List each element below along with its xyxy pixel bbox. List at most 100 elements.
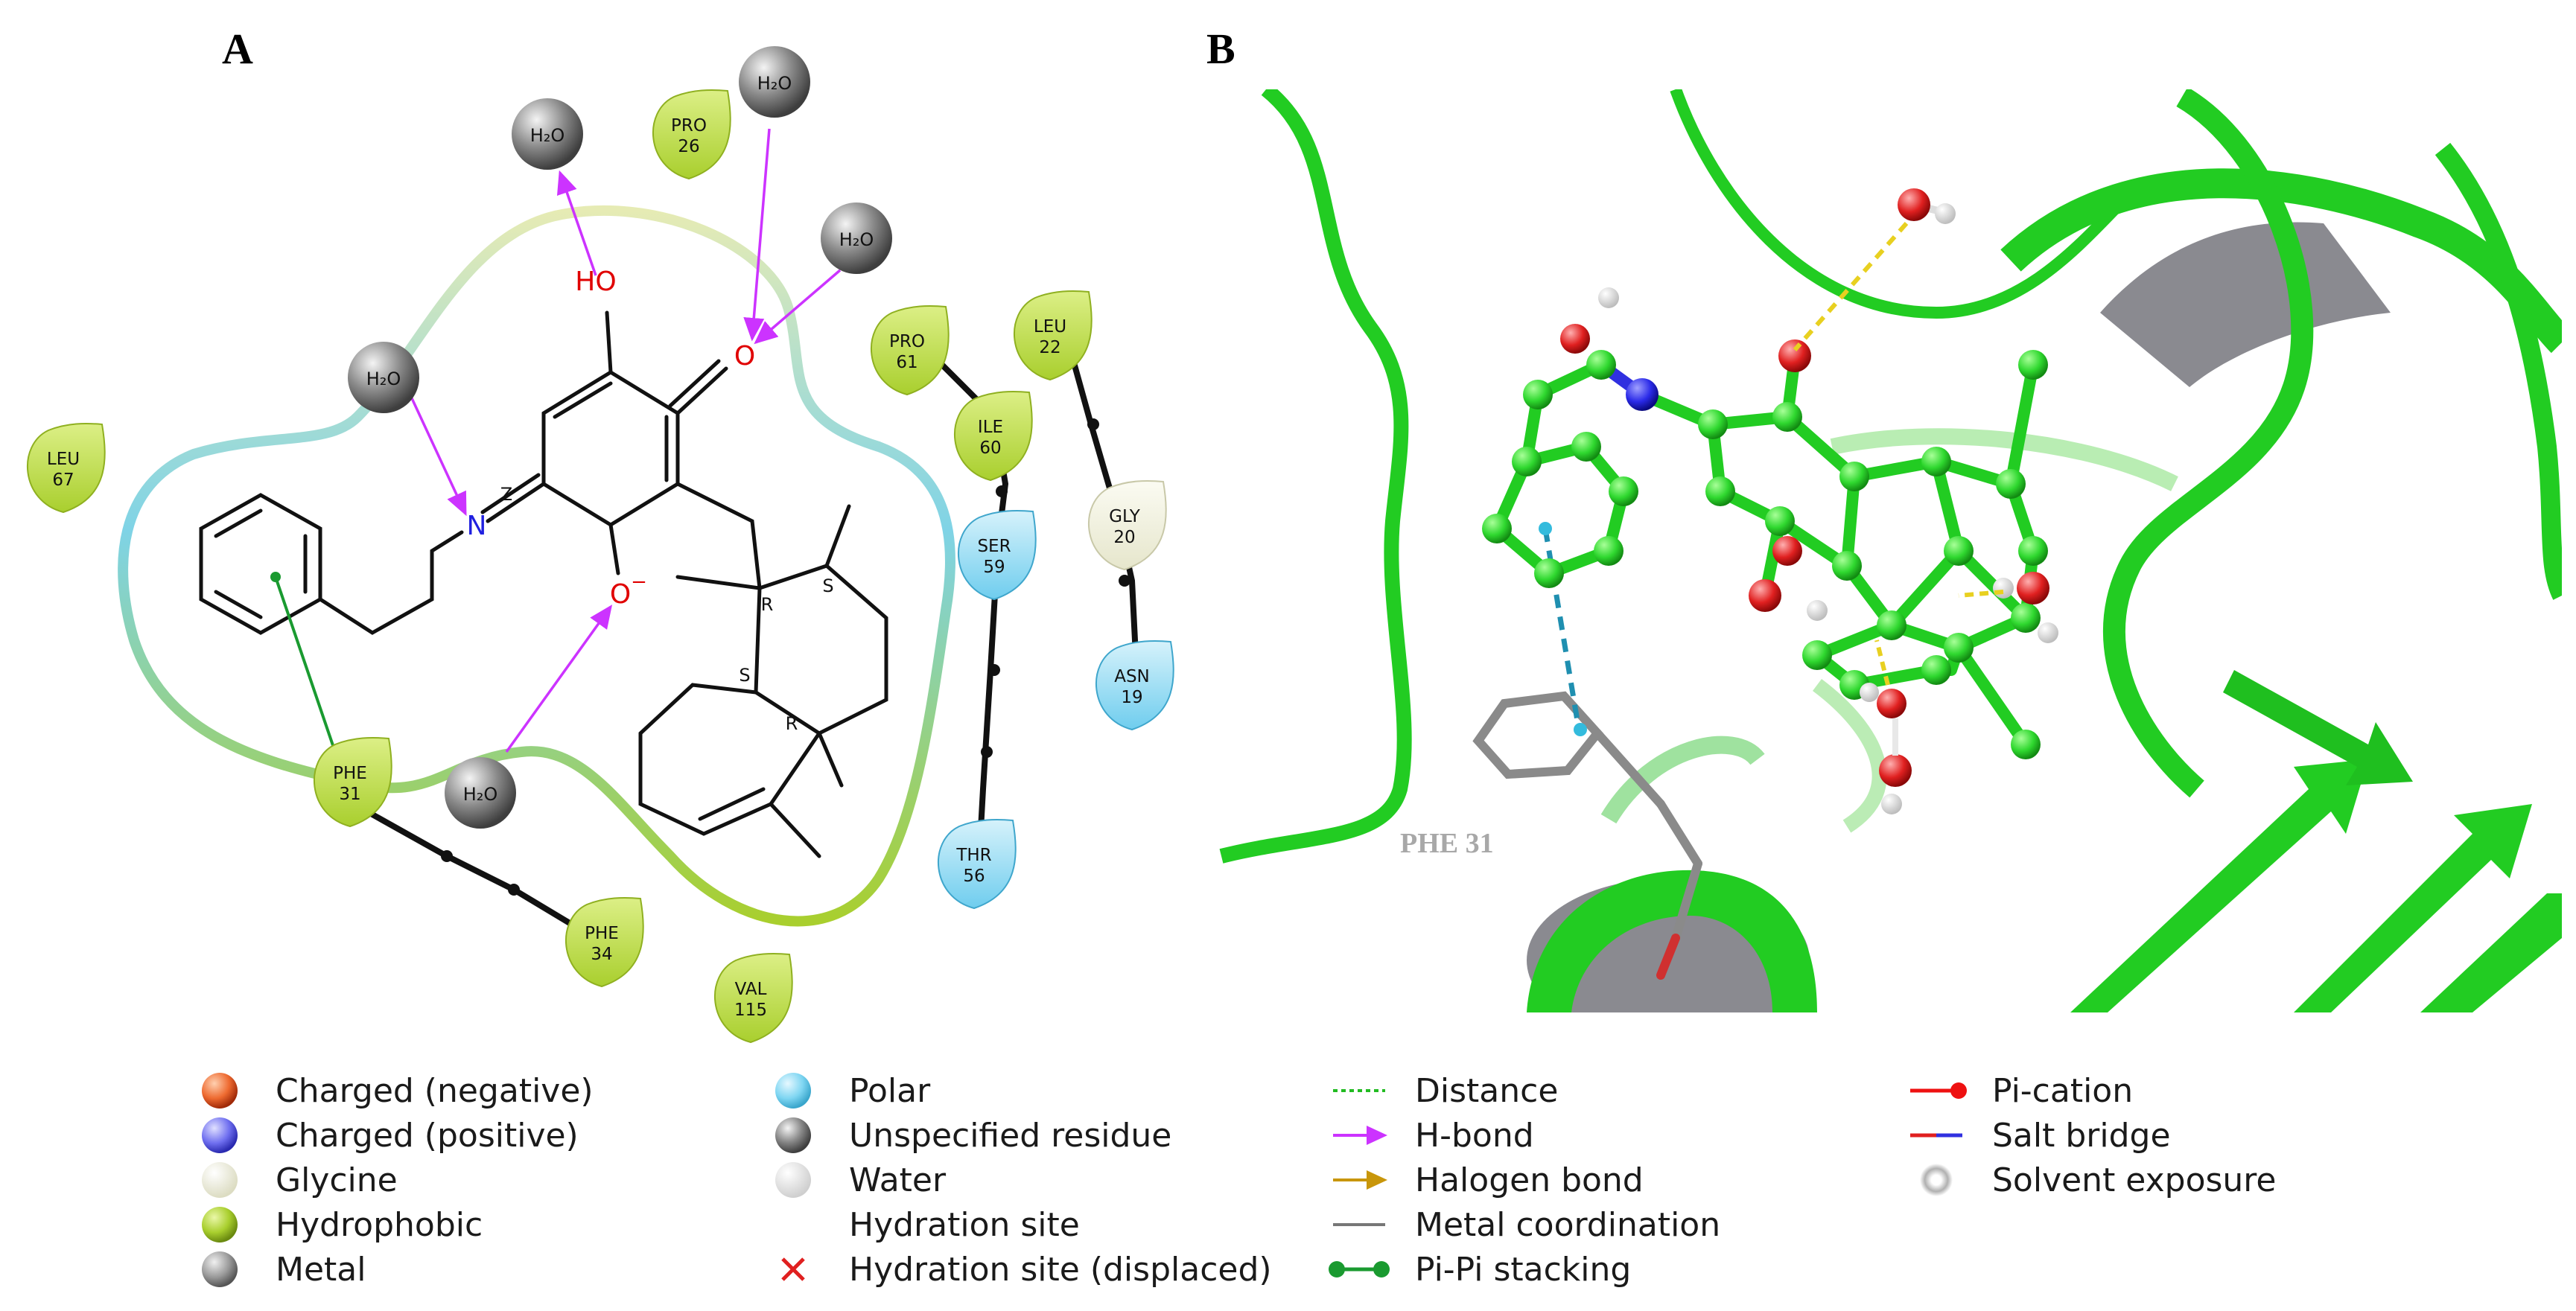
- legend-item-salt_bridge: Salt bridge: [1910, 1117, 2171, 1155]
- residue-number: 31: [339, 785, 360, 804]
- legend-item-glycine: Glycine: [202, 1161, 398, 1199]
- svg-text:H₂O: H₂O: [839, 229, 874, 250]
- residue-name: VAL: [735, 980, 767, 999]
- legend-item-unspecified_residue: Unspecified residue: [775, 1117, 1171, 1155]
- legend-symbol: [1920, 1164, 1953, 1196]
- residue-leu67: LEU 67: [26, 422, 106, 514]
- legend-label: Distance: [1415, 1072, 1558, 1110]
- legend-item-halogen_bond: Halogen bond: [1333, 1161, 1644, 1199]
- ribbon-faint-bottom: [1600, 736, 1765, 824]
- residue-number: 59: [983, 558, 1005, 577]
- legend-item-solvent_exposure: Solvent exposure: [1920, 1161, 2277, 1199]
- legend-symbol: [1333, 1170, 1387, 1190]
- ring-centroid-phe: [1574, 723, 1587, 736]
- residue-name: ASN: [1114, 667, 1150, 686]
- legend-symbol: [775, 1117, 811, 1153]
- stereo-s2-label: S: [739, 665, 750, 686]
- legend-symbol: [1329, 1261, 1390, 1277]
- svg-text:H₂O: H₂O: [366, 369, 401, 389]
- legend-label: Metal: [276, 1251, 366, 1289]
- ligand-3d-atoms: [1482, 287, 2048, 759]
- residue-number: 34: [591, 945, 612, 964]
- helix-gray-band: [2100, 222, 2391, 387]
- residue-name: THR: [955, 846, 991, 865]
- legend-symbol: [1910, 1082, 1967, 1099]
- legend-item-water: Water: [775, 1161, 947, 1199]
- legend-label: Water: [849, 1161, 947, 1199]
- residue-val115: VAL 115: [713, 952, 793, 1044]
- legend-label: Hydration site (displaced): [849, 1251, 1272, 1289]
- stereo-s1-label: S: [822, 575, 833, 596]
- svg-text:H₂O: H₂O: [463, 784, 498, 805]
- hbond-3d-top: [1793, 222, 1909, 351]
- legend-item-hydration_site_displaced: Hydration site (displaced): [781, 1251, 1272, 1289]
- legend-symbol: [202, 1162, 238, 1198]
- beta-strand-4: [2223, 670, 2413, 785]
- oxide-o-label: O: [610, 579, 631, 610]
- residue-name: PHE: [585, 924, 619, 943]
- pipi-stacking-line: [274, 576, 337, 753]
- hbond-3d-bottom: [1874, 639, 1890, 686]
- ring-centroid-ligand: [1539, 522, 1552, 535]
- legend-symbol: [202, 1117, 238, 1153]
- residue-pro61: PRO 61: [870, 304, 950, 396]
- residue-name: PRO: [671, 116, 707, 135]
- ribbon-loop-left: [1219, 89, 1412, 864]
- residue-number: 26: [678, 137, 699, 156]
- panel-a-interaction-diagram: HO O N O − Z R S S R H₂O H₂O H₂O: [26, 46, 1174, 1044]
- residue-name: PRO: [889, 332, 925, 351]
- legend-item-pi_cation: Pi-cation: [1910, 1072, 2133, 1110]
- water-w5: H₂O: [445, 757, 516, 829]
- water-3d-bottom: [1860, 683, 1912, 814]
- residue-name: LEU: [1034, 317, 1066, 336]
- ribbon-helix-far-right: [2435, 142, 2562, 600]
- legend-symbol: [202, 1251, 238, 1287]
- legend-label: Pi-Pi stacking: [1415, 1251, 1631, 1289]
- ribbon-helix-right: [2102, 89, 2314, 798]
- water-w1: H₂O: [512, 98, 583, 170]
- beta-strand-2: [2294, 804, 2532, 1012]
- legend-item-hydration_site: Hydration site: [849, 1206, 1080, 1244]
- legend-item-hbond: H-bond: [1333, 1117, 1534, 1155]
- imine-n-label: N: [467, 511, 487, 541]
- legend-symbol: [775, 1073, 811, 1109]
- panel-b-3d-structure: PHE 31: [1219, 89, 2562, 1012]
- residue-pro26: PRO 26: [652, 89, 731, 180]
- panel-b-letter: B: [1206, 25, 1235, 73]
- residue-number: 22: [1039, 338, 1060, 357]
- residue-number: 115: [734, 1001, 767, 1020]
- stereo-r2-label: R: [786, 713, 798, 734]
- svg-text:H₂O: H₂O: [757, 73, 792, 94]
- panel-a-letter: A: [222, 25, 253, 73]
- residue-number: 56: [963, 867, 985, 886]
- legend-symbol: [202, 1073, 238, 1109]
- residue-number: 61: [896, 353, 917, 372]
- residue-name: LEU: [47, 450, 80, 469]
- legend-label: Charged (positive): [276, 1117, 579, 1155]
- legend-label: Solvent exposure: [1992, 1161, 2277, 1199]
- legend-item-hydrophobic: Hydrophobic: [202, 1206, 483, 1244]
- stereo-r1-label: R: [761, 594, 774, 615]
- legend-item-distance: Distance: [1333, 1072, 1558, 1110]
- residue-leu22: LEU 22: [1013, 290, 1093, 381]
- legend-item-polar: Polar: [775, 1072, 931, 1110]
- beta-strand-3: [2420, 893, 2562, 1012]
- legend-label: Polar: [849, 1072, 931, 1110]
- oxide-charge-label: −: [631, 571, 647, 593]
- stereo-z-label: Z: [500, 484, 512, 505]
- residue-number: 67: [52, 471, 74, 490]
- phe31-sidechain: [1472, 691, 1702, 980]
- legend-item-charged_negative: Charged (negative): [202, 1072, 594, 1110]
- residue-number: 20: [1113, 528, 1135, 547]
- legend-item-pipi_stacking: Pi-Pi stacking: [1329, 1251, 1631, 1289]
- legend-label: Glycine: [276, 1161, 398, 1199]
- water-3d-right: [1993, 572, 2058, 643]
- legend-label: Unspecified residue: [849, 1117, 1171, 1155]
- phe31-3d-label: PHE 31: [1400, 828, 1494, 859]
- legend-label: Charged (negative): [276, 1072, 594, 1110]
- residue-name: GLY: [1109, 507, 1141, 526]
